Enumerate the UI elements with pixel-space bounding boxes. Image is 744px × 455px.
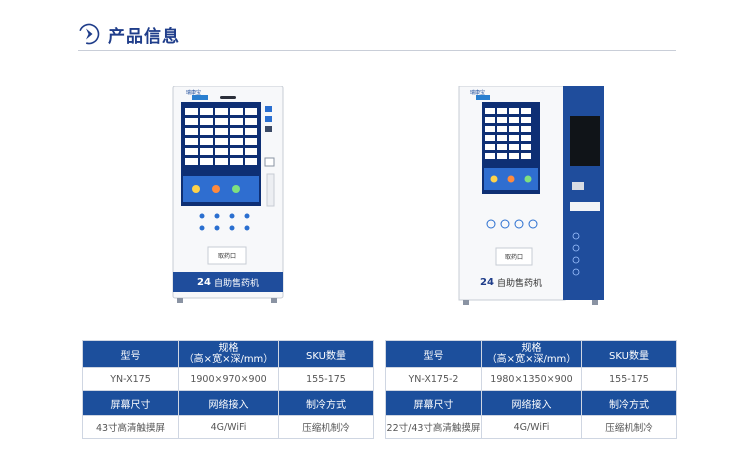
table-row: 43寸高清触摸屏 4G/WiFi 压缩机制冷 — [82, 415, 374, 439]
header-cooling: 制冷方式 — [581, 390, 677, 416]
cell-network: 4G/WiFi — [481, 415, 582, 439]
machine-banner: 24 自助售药机 — [459, 272, 563, 292]
vending-machine-single: 瑞康宝 取药口 24 自助售药机 — [172, 85, 284, 306]
banner-number: 24 — [480, 276, 494, 288]
header-spec: 规格 （高×宽×深/mm） — [481, 340, 582, 368]
cell-screen: 22寸/43寸高清触摸屏 — [385, 415, 482, 439]
chevron-right-icon — [78, 23, 100, 45]
header-spec-line2: （高×宽×深/mm） — [486, 354, 577, 365]
table-header-row: 屏幕尺寸 网络接入 制冷方式 — [385, 390, 677, 416]
spec-table-single: 型号 规格 （高×宽×深/mm） SKU数量 YN-X175 1900×970×… — [82, 340, 374, 439]
header-spec-line1: 规格 — [218, 343, 239, 354]
cell-network: 4G/WiFi — [178, 415, 279, 439]
header-model: 型号 — [385, 340, 482, 368]
header-divider — [78, 50, 676, 51]
cell-sku: 155-175 — [278, 367, 374, 391]
cell-screen: 43寸高清触摸屏 — [82, 415, 179, 439]
machine-banner: 24 自助售药机 — [173, 272, 283, 292]
header-network: 网络接入 — [178, 390, 279, 416]
header-sku: SKU数量 — [581, 340, 677, 368]
header-spec-line1: 规格 — [521, 343, 542, 354]
section-header: 产品信息 — [78, 20, 180, 48]
header-screen: 屏幕尺寸 — [385, 390, 482, 416]
cell-spec: 1980×1350×900 — [481, 367, 582, 391]
machine-brand: 瑞康宝 — [186, 90, 202, 96]
pickup-slot-label: 取药口 — [217, 253, 236, 260]
table-row: YN-X175-2 1980×1350×900 155-175 — [385, 367, 677, 391]
machine-brand: 瑞康宝 — [470, 90, 486, 96]
cell-model: YN-X175 — [82, 367, 179, 391]
cell-cooling: 压缩机制冷 — [581, 415, 677, 439]
banner-text: 自助售药机 — [213, 278, 259, 289]
header-spec-line2: （高×宽×深/mm） — [183, 354, 274, 365]
banner-number: 24 — [197, 276, 211, 288]
cell-cooling: 压缩机制冷 — [278, 415, 374, 439]
header-network: 网络接入 — [481, 390, 582, 416]
header-spec: 规格 （高×宽×深/mm） — [178, 340, 279, 368]
header-cooling: 制冷方式 — [278, 390, 374, 416]
header-model: 型号 — [82, 340, 179, 368]
banner-text: 自助售药机 — [496, 278, 542, 289]
vending-machine-dual: 瑞康宝 取药口 24 自助售药机 — [458, 85, 604, 306]
table-header-row: 屏幕尺寸 网络接入 制冷方式 — [82, 390, 374, 416]
header-sku: SKU数量 — [278, 340, 374, 368]
spec-table-dual: 型号 规格 （高×宽×深/mm） SKU数量 YN-X175-2 1980×13… — [385, 340, 677, 439]
table-header-row: 型号 规格 （高×宽×深/mm） SKU数量 — [385, 340, 677, 368]
table-row: 22寸/43寸高清触摸屏 4G/WiFi 压缩机制冷 — [385, 415, 677, 439]
header-screen: 屏幕尺寸 — [82, 390, 179, 416]
cell-sku: 155-175 — [581, 367, 677, 391]
pickup-slot-label: 取药口 — [504, 254, 523, 261]
table-header-row: 型号 规格 （高×宽×深/mm） SKU数量 — [82, 340, 374, 368]
cell-spec: 1900×970×900 — [178, 367, 279, 391]
cell-model: YN-X175-2 — [385, 367, 482, 391]
section-title: 产品信息 — [108, 26, 180, 47]
table-row: YN-X175 1900×970×900 155-175 — [82, 367, 374, 391]
